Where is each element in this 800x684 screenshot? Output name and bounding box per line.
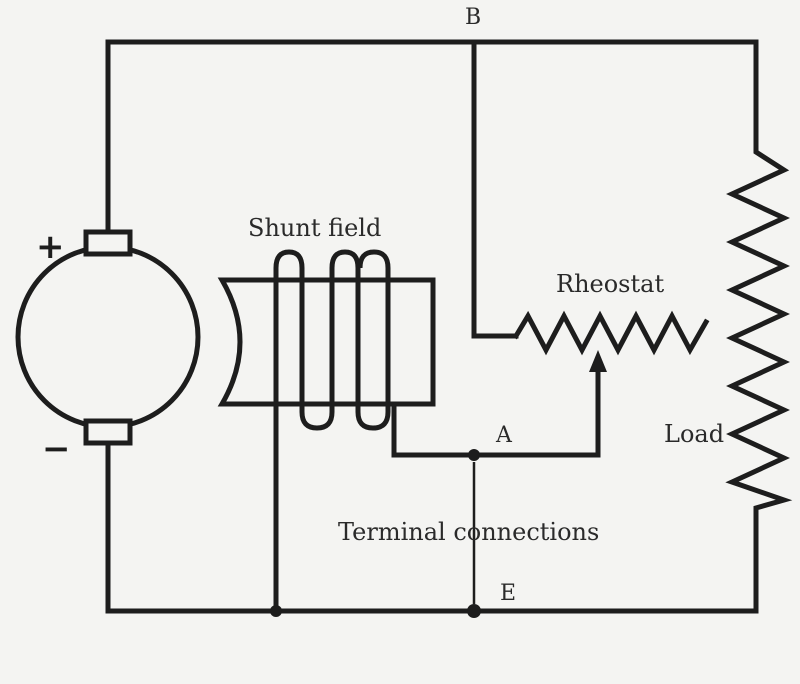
label-node-e: E — [500, 581, 516, 606]
negative-sign: − — [42, 429, 71, 469]
positive-brush — [83, 229, 133, 257]
rheostat-wiper-arrow — [589, 350, 607, 372]
field-pole-core — [217, 277, 436, 407]
load-resistor — [725, 137, 793, 518]
junction-a-dot — [468, 449, 480, 461]
b-to-rheostat-wire — [471, 39, 519, 339]
label-terminal-connections: Terminal connections — [338, 518, 599, 546]
label-node-b: B — [465, 5, 481, 30]
rheostat-resistor — [512, 310, 710, 356]
label-shunt-field: Shunt field — [248, 214, 381, 242]
junction-coil-bottom-dot — [270, 605, 282, 617]
shunt-field-coil — [273, 249, 391, 611]
generator-armature — [15, 244, 201, 430]
junction-e-dot — [467, 604, 481, 618]
coil-lead-to-a — [391, 401, 477, 458]
label-node-a: A — [495, 423, 513, 448]
label-rheostat: Rheostat — [556, 270, 664, 298]
label-load: Load — [664, 420, 724, 448]
positive-sign: + — [36, 227, 65, 267]
negative-brush — [83, 418, 133, 446]
rheostat-wiper-wire — [471, 369, 601, 458]
bottom-wire — [105, 433, 759, 614]
top-wire — [105, 39, 759, 241]
